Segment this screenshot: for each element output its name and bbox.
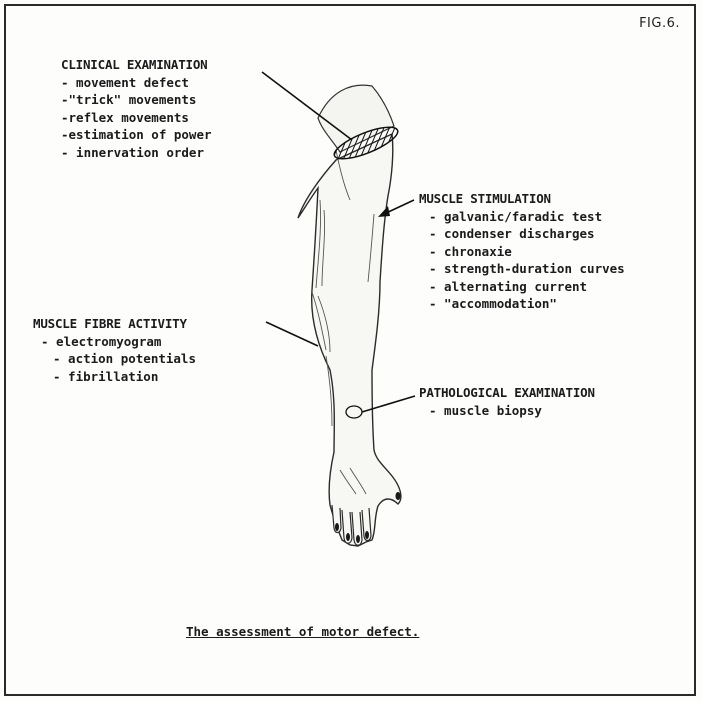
clinical-examination-block: CLINICAL EXAMINATION - movement defect -… — [61, 56, 212, 161]
fibre-leader-line — [266, 322, 318, 346]
clinical-item: -reflex movements — [61, 109, 212, 127]
clinical-item: - innervation order — [61, 144, 212, 162]
muscle-stimulation-block: MUSCLE STIMULATION - galvanic/faradic te… — [419, 190, 625, 313]
stimulation-item: - "accommodation" — [419, 295, 625, 313]
stimulation-item: - galvanic/faradic test — [419, 208, 625, 226]
stimulation-item: - chronaxie — [419, 243, 625, 261]
clinical-examination-heading: CLINICAL EXAMINATION — [61, 56, 212, 74]
muscle-fibre-activity-block: MUSCLE FIBRE ACTIVITY - electromyogram -… — [33, 315, 196, 385]
fibre-item: - fibrillation — [33, 368, 196, 386]
pathological-item: - muscle biopsy — [419, 402, 595, 420]
fibre-item: - action potentials — [33, 350, 196, 368]
clinical-item: - movement defect — [61, 74, 212, 92]
clinical-item: -estimation of power — [61, 126, 212, 144]
pathological-examination-heading: PATHOLOGICAL EXAMINATION — [419, 384, 595, 402]
stimulation-item: - condenser discharges — [419, 225, 625, 243]
clinical-item: -"trick" movements — [61, 91, 212, 109]
muscle-stimulation-heading: MUSCLE STIMULATION — [419, 190, 625, 208]
stimulation-item: - strength-duration curves — [419, 260, 625, 278]
fibre-item: - electromyogram — [33, 333, 196, 351]
figure-caption: The assessment of motor defect. — [186, 624, 419, 639]
stimulation-item: - alternating current — [419, 278, 625, 296]
muscle-fibre-activity-heading: MUSCLE FIBRE ACTIVITY — [33, 315, 196, 333]
pathological-examination-block: PATHOLOGICAL EXAMINATION - muscle biopsy — [419, 384, 595, 419]
